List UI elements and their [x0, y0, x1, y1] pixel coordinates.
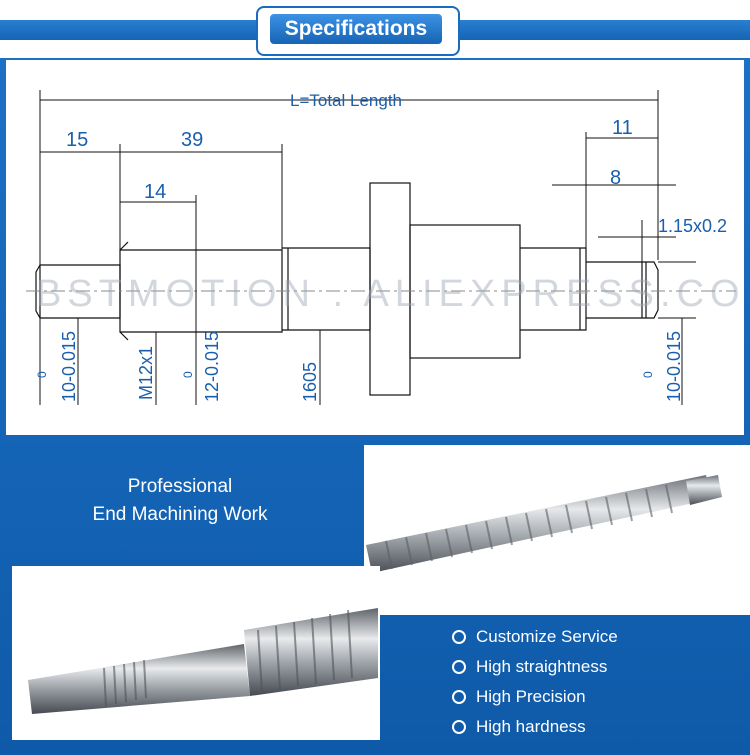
right-shaft-tolerance-label: 10-0.015 — [664, 331, 684, 402]
circle-bullet-icon — [452, 660, 466, 674]
left-shaft-tolerance-label: 10-0.015 — [59, 331, 79, 402]
feature-label: High straightness — [476, 657, 608, 676]
circle-bullet-icon — [452, 690, 466, 704]
caption-line2: End Machining Work — [92, 504, 268, 525]
circle-bullet-icon — [452, 720, 466, 734]
feature-label: Customize Service — [476, 627, 618, 646]
technical-drawing: L=Total Length 15 39 14 11 8 1.15x0.2 10… — [26, 90, 744, 405]
list-item: High straightness — [452, 652, 618, 682]
feature-list: Customize Service High straightness High… — [452, 622, 618, 742]
list-item: High hardness — [452, 712, 618, 742]
mid-shaft-tolerance-label: 12-0.015 — [202, 331, 222, 402]
list-item: High Precision — [452, 682, 618, 712]
circle-bullet-icon — [452, 630, 466, 644]
screw-label: 1605 — [300, 362, 320, 402]
dim-14-label: 14 — [144, 181, 166, 203]
feature-label: High Precision — [476, 687, 586, 706]
screw-photo-top — [364, 445, 750, 615]
thread-label: M12x1 — [136, 346, 156, 400]
list-item: Customize Service — [452, 622, 618, 652]
total-length-label: L=Total Length — [290, 91, 402, 110]
page-title: Specifications — [268, 12, 444, 46]
caption-line1: Professional — [127, 476, 233, 497]
watermark: BSTMOTION . ALIEXPRESS.COM — [36, 273, 744, 315]
dim-8-label: 8 — [610, 167, 621, 189]
feature-label: High hardness — [476, 717, 586, 736]
caption: Professional End Machining Work — [70, 473, 290, 529]
technical-drawing-panel: L=Total Length 15 39 14 11 8 1.15x0.2 10… — [6, 60, 744, 435]
dim-11-label: 11 — [612, 117, 633, 139]
dim-15-label: 15 — [66, 129, 88, 151]
left-shaft-upper-label: 0 — [35, 371, 49, 378]
groove-label: 1.15x0.2 — [658, 216, 727, 236]
mid-shaft-upper-label: 0 — [181, 371, 195, 378]
dim-39-label: 39 — [181, 129, 203, 151]
right-shaft-upper-label: 0 — [641, 371, 655, 378]
screw-photo-bottom — [12, 566, 380, 740]
